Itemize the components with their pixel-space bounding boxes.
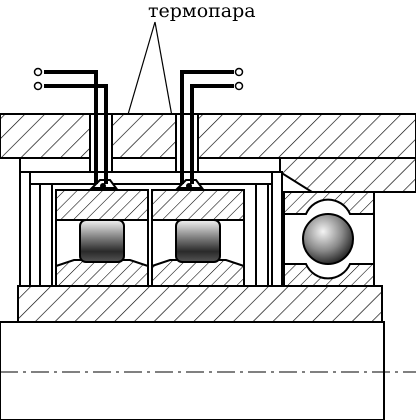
roller-bearing-right bbox=[151, 189, 245, 287]
ball-bearing bbox=[283, 191, 375, 287]
shaft bbox=[0, 285, 416, 420]
roller-right bbox=[175, 219, 221, 263]
roller-bearing-left bbox=[55, 189, 149, 287]
thermocouple-wires-right bbox=[180, 67, 244, 184]
thermocouple-label: термопара bbox=[148, 0, 256, 22]
thermocouple-wires-left bbox=[33, 67, 108, 184]
spacer-rings bbox=[30, 183, 272, 287]
ball bbox=[302, 213, 354, 265]
roller-left bbox=[79, 219, 125, 263]
